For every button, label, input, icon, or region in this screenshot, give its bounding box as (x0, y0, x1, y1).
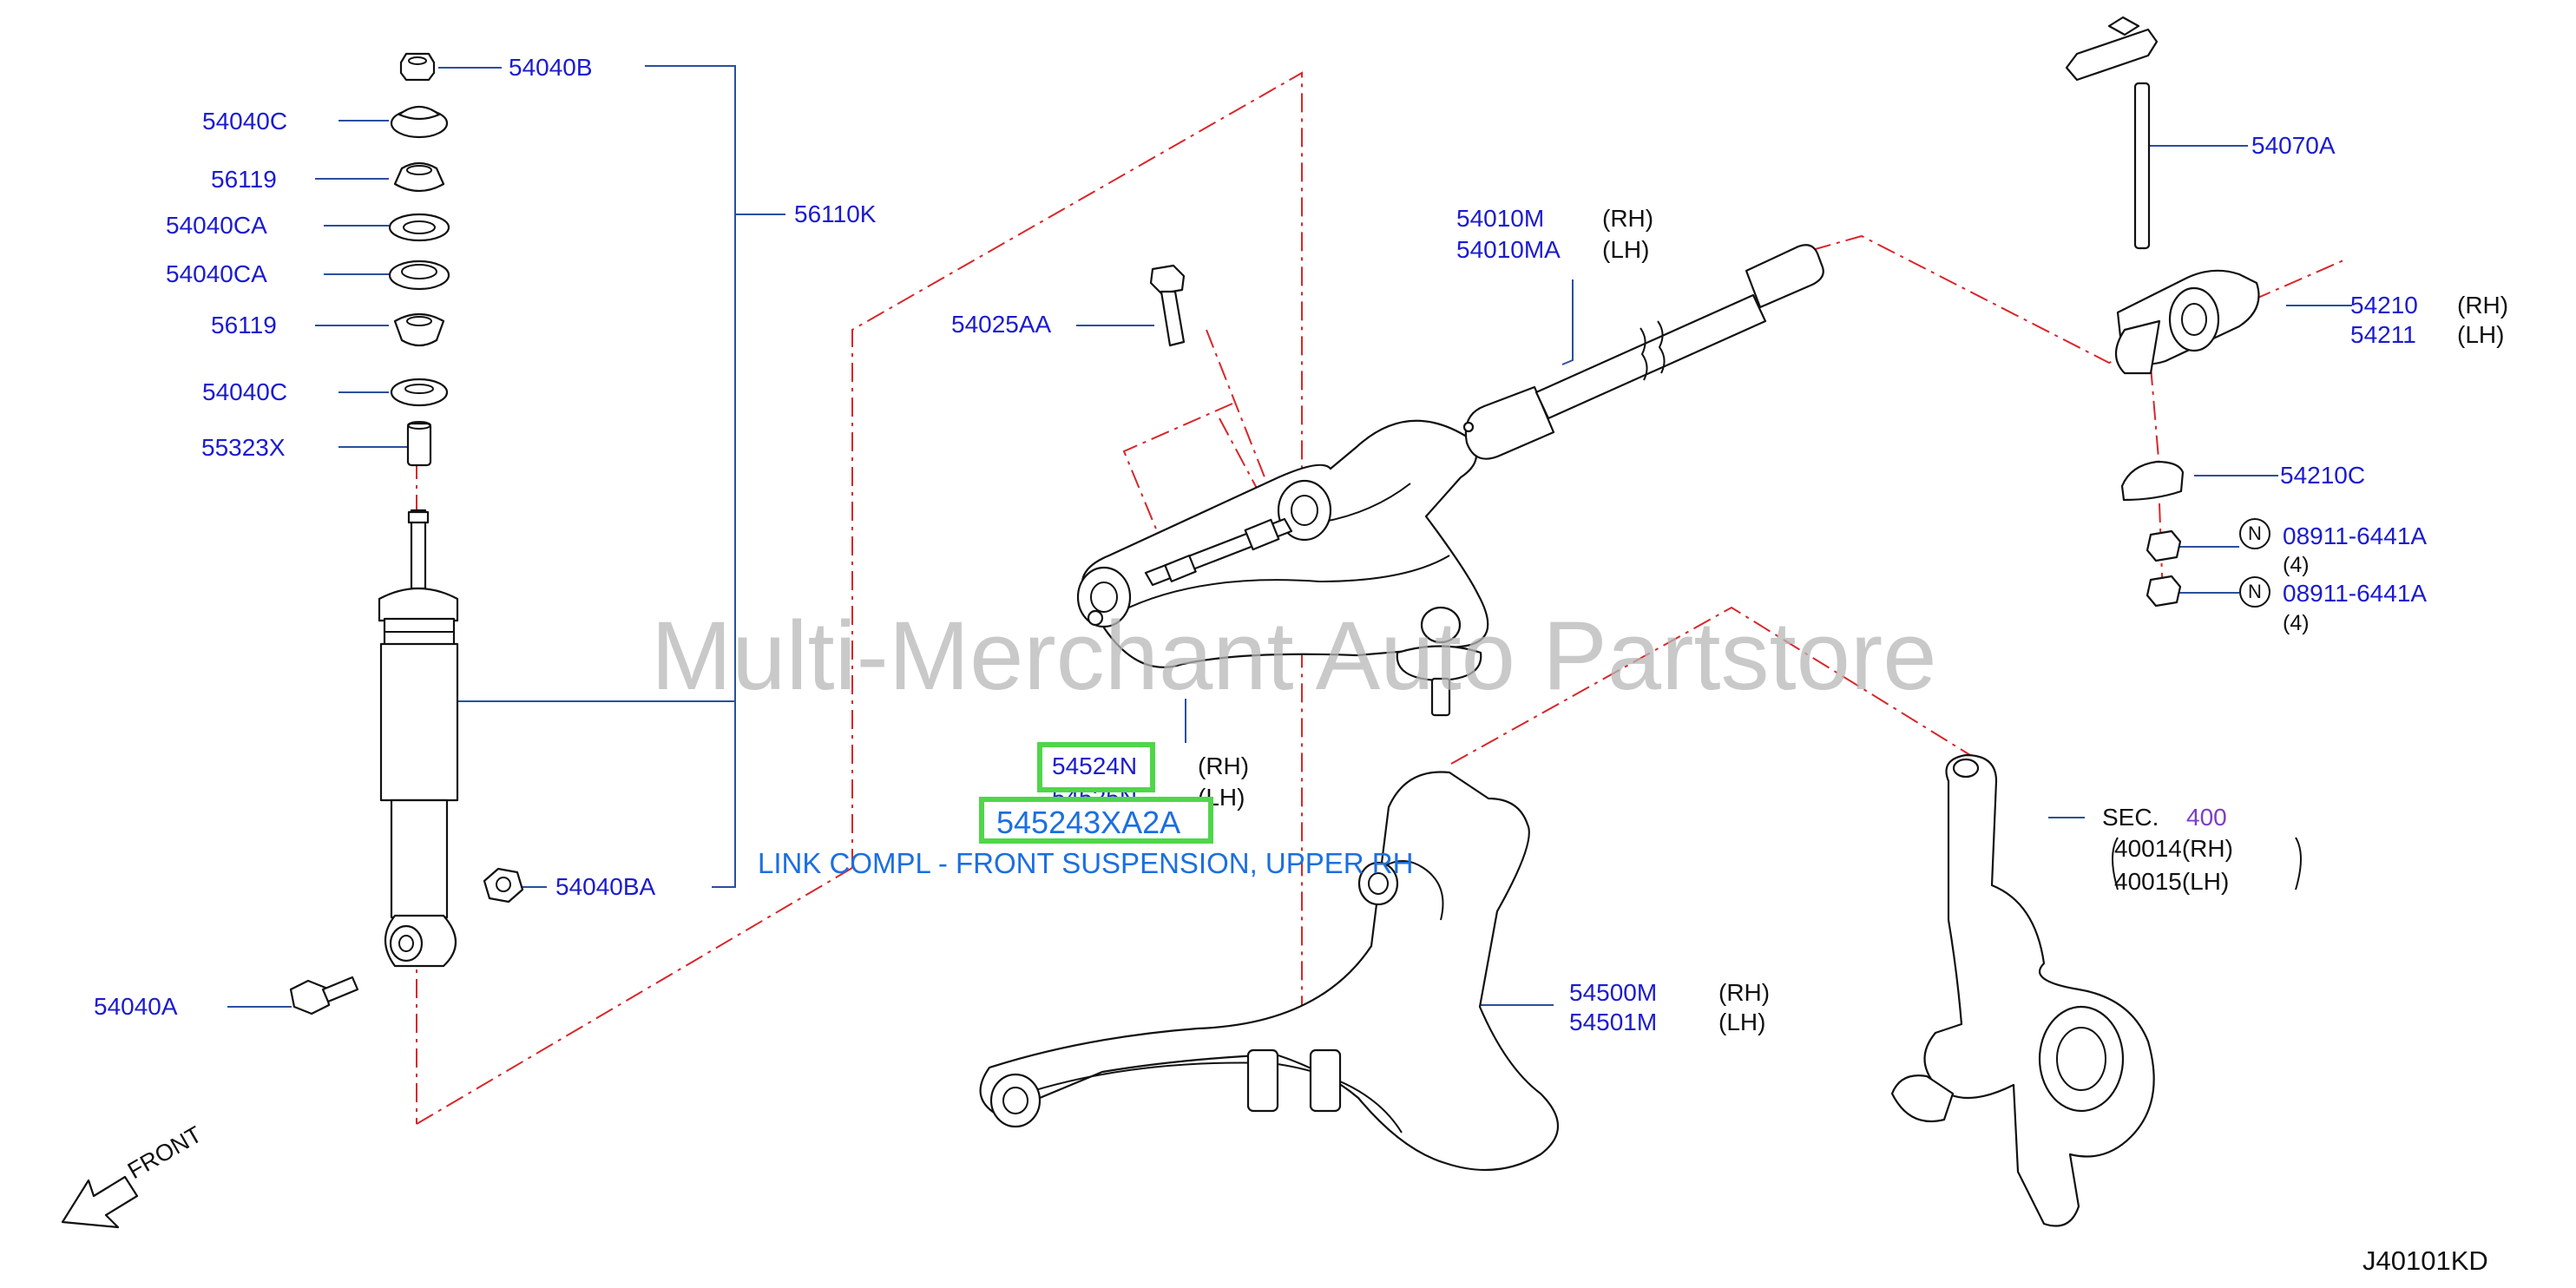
label-54210[interactable]: 54210 (2350, 292, 2418, 319)
label-54040CA-a[interactable]: 54040CA (166, 212, 267, 239)
label-54040B[interactable]: 54040B (509, 54, 593, 81)
label-56119-b[interactable]: 56119 (211, 312, 277, 338)
label-rh-2: (RH) (2457, 292, 2509, 319)
part-description: LINK COMPL - FRONT SUSPENSION, UPPER RH (758, 847, 1414, 879)
label-qty-2: (4) (2283, 611, 2310, 635)
diagram-code: J40101KD (2362, 1245, 2488, 1276)
label-54010M[interactable]: 54010M (1456, 205, 1545, 232)
label-sec-400[interactable]: 400 (2186, 804, 2227, 831)
label-54210C[interactable]: 54210C (2280, 462, 2366, 489)
lower-arm (979, 771, 1560, 1172)
label-54040CA-b[interactable]: 54040CA (166, 260, 267, 287)
highlighted-part-number[interactable]: 545243XA2A (996, 805, 1181, 840)
label-40015: 40015(LH) (2114, 868, 2230, 895)
label-54040C-a[interactable]: 54040C (202, 108, 288, 135)
label-08911-6441A-a[interactable]: 08911-6441A (2283, 522, 2428, 549)
n-badge-2: N (2239, 576, 2270, 608)
label-56119-a[interactable]: 56119 (211, 166, 277, 193)
label-54040A[interactable]: 54040A (94, 993, 178, 1020)
upper-link-arm (1076, 264, 1489, 717)
label-54010MA[interactable]: 54010MA (1456, 236, 1561, 263)
label-54040BA[interactable]: 54040BA (555, 873, 656, 900)
label-lh-2: (LH) (2457, 321, 2505, 348)
label-55323X[interactable]: 55323X (201, 434, 286, 461)
label-54040C-b[interactable]: 54040C (202, 378, 288, 405)
label-54211[interactable]: 54211 (2350, 321, 2416, 348)
highlight-box-545243XA2A[interactable]: 545243XA2A (979, 797, 1213, 844)
label-08911-6441A-b[interactable]: 08911-6441A (2283, 580, 2428, 607)
label-rh-4: (RH) (1718, 979, 1771, 1006)
label-56110K[interactable]: 56110K (794, 200, 877, 227)
highlight-box-54524N (1037, 742, 1155, 792)
watermark: Multi-Merchant Auto Partstore (651, 601, 1937, 710)
n-badge-1: N (2239, 518, 2270, 549)
connecting-rod (1462, 244, 1824, 460)
label-rh-3: (RH) (1198, 752, 1250, 779)
label-54070A[interactable]: 54070A (2251, 132, 2336, 159)
label-40014: 40014(RH) (2114, 835, 2233, 862)
stabilizer-parts (2065, 16, 2260, 608)
label-rh-1: (RH) (1602, 205, 1654, 232)
label-lh-4: (LH) (1718, 1009, 1766, 1035)
sec-bracket-right (2295, 837, 2302, 890)
label-lh-1: (LH) (1602, 236, 1650, 263)
label-qty-1: (4) (2283, 553, 2310, 577)
sec-bracket (2112, 837, 2119, 890)
label-sec: SEC. (2102, 804, 2159, 831)
shock-absorber-assembly (289, 52, 524, 1015)
label-54025AA[interactable]: 54025AA (951, 311, 1052, 338)
label-54500M[interactable]: 54500M (1569, 979, 1658, 1006)
label-54501M[interactable]: 54501M (1569, 1009, 1658, 1035)
label-54524N[interactable]: 54524N (1052, 752, 1138, 779)
steering-knuckle (1890, 753, 2155, 1227)
front-arrow-icon (61, 1175, 139, 1229)
